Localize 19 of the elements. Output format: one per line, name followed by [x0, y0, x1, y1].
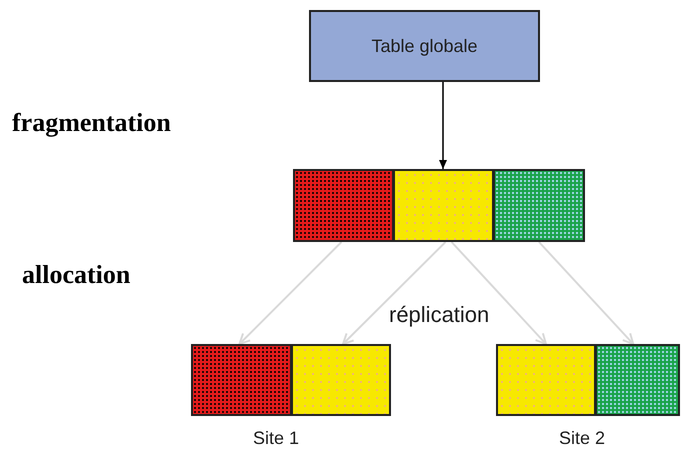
replication-label: réplication — [389, 302, 490, 328]
fragment-box — [393, 169, 494, 242]
arrow — [342, 241, 446, 345]
fragment-box — [496, 344, 596, 416]
table-box — [309, 10, 540, 82]
fragment-box — [191, 344, 292, 416]
site-label: Site 1 — [253, 428, 300, 449]
arrow — [450, 241, 547, 345]
site-label: Site 2 — [559, 428, 606, 449]
fragment-box — [291, 344, 391, 416]
fragment-box — [595, 344, 680, 416]
heading-label: allocation — [22, 260, 130, 290]
heading-label: fragmentation — [12, 108, 171, 138]
box-label: Table globale — [371, 36, 478, 56]
arrow — [439, 82, 447, 169]
arrow — [538, 241, 634, 345]
fragment-box — [493, 169, 585, 242]
arrow — [238, 241, 342, 345]
fragment-box — [293, 169, 394, 242]
